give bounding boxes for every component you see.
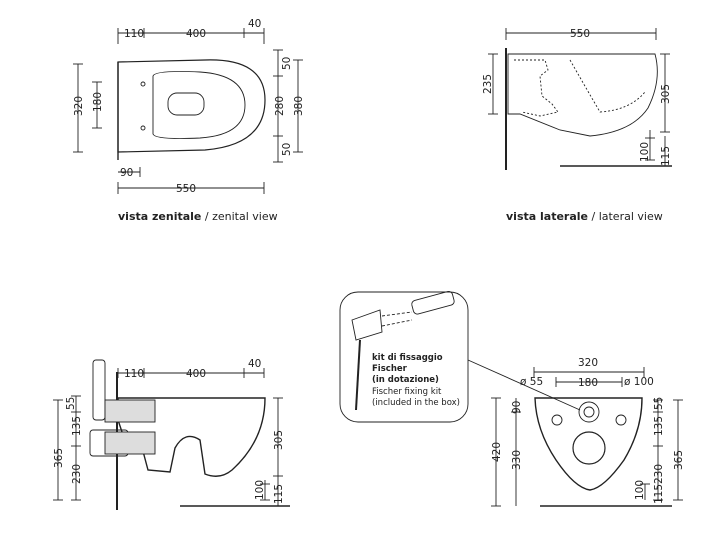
dim-rear-230: 230: [653, 464, 665, 484]
dim-top-180: 180: [92, 92, 104, 112]
kit-line1: kit di fissaggio: [372, 353, 443, 363]
caption-top-bold: vista zenitale: [118, 210, 202, 223]
dim-rear-135: 135: [653, 416, 665, 436]
dim-top-50a: 50: [281, 57, 293, 70]
dim-top-380: 380: [293, 96, 305, 116]
dim-rear-420: 420: [491, 442, 503, 462]
dim-top-90: 90: [120, 167, 133, 179]
kit-line3: (in dotazione): [372, 375, 439, 385]
dim-sec-135: 135: [71, 416, 83, 436]
dim-rear-dia55: ø 55: [520, 376, 543, 388]
caption-side-view: vista laterale / lateral view: [506, 210, 663, 223]
caption-side-bold: vista laterale: [506, 210, 588, 223]
dim-top-400: 400: [186, 28, 206, 40]
dim-rear-320: 320: [578, 357, 598, 369]
dim-rear-90: 90: [511, 401, 523, 414]
dim-sec-365: 365: [53, 448, 65, 468]
dim-sec-400: 400: [186, 368, 206, 380]
caption-top-view: vista zenitale / zenital view: [118, 210, 278, 223]
dim-rear-55: 55: [653, 397, 665, 410]
dim-sec-110: 110: [124, 368, 144, 380]
dim-top-280: 280: [274, 96, 286, 116]
dim-side-115: 115: [660, 146, 672, 166]
dim-sec-230: 230: [71, 464, 83, 484]
dim-top-320: 320: [73, 96, 85, 116]
caption-top-rest: / zenital view: [201, 210, 278, 223]
dim-rear-330: 330: [511, 450, 523, 470]
side-view: [488, 28, 672, 170]
rear-view: [491, 367, 683, 507]
dim-side-550: 550: [570, 28, 590, 40]
dim-sec-115: 115: [273, 484, 285, 504]
dim-sec-100: 100: [254, 480, 266, 500]
dim-rear-115: 115: [653, 484, 665, 504]
dim-top-40: 40: [248, 18, 261, 30]
dim-sec-40: 40: [248, 358, 261, 370]
dim-sec-305: 305: [273, 430, 285, 450]
dim-side-100: 100: [639, 142, 651, 162]
dim-rear-365: 365: [673, 450, 685, 470]
dim-top-50b: 50: [281, 143, 293, 156]
kit-line4: Fischer fixing kit: [372, 387, 442, 397]
kit-line5: (included in the box): [372, 398, 460, 408]
dim-rear-dia100: ø 100: [624, 376, 654, 388]
dim-top-110: 110: [124, 28, 144, 40]
top-view: [73, 28, 303, 194]
dim-top-550: 550: [176, 183, 196, 195]
kit-line2: Fischer: [372, 364, 408, 374]
dim-rear-180: 180: [578, 377, 598, 389]
fixing-kit-callout: [339, 290, 581, 423]
dim-side-305: 305: [660, 84, 672, 104]
caption-side-rest: / lateral view: [588, 210, 663, 223]
dim-sec-55: 55: [65, 397, 77, 410]
dim-rear-100: 100: [634, 480, 646, 500]
section-view: [53, 359, 290, 510]
dim-side-235: 235: [482, 74, 494, 94]
